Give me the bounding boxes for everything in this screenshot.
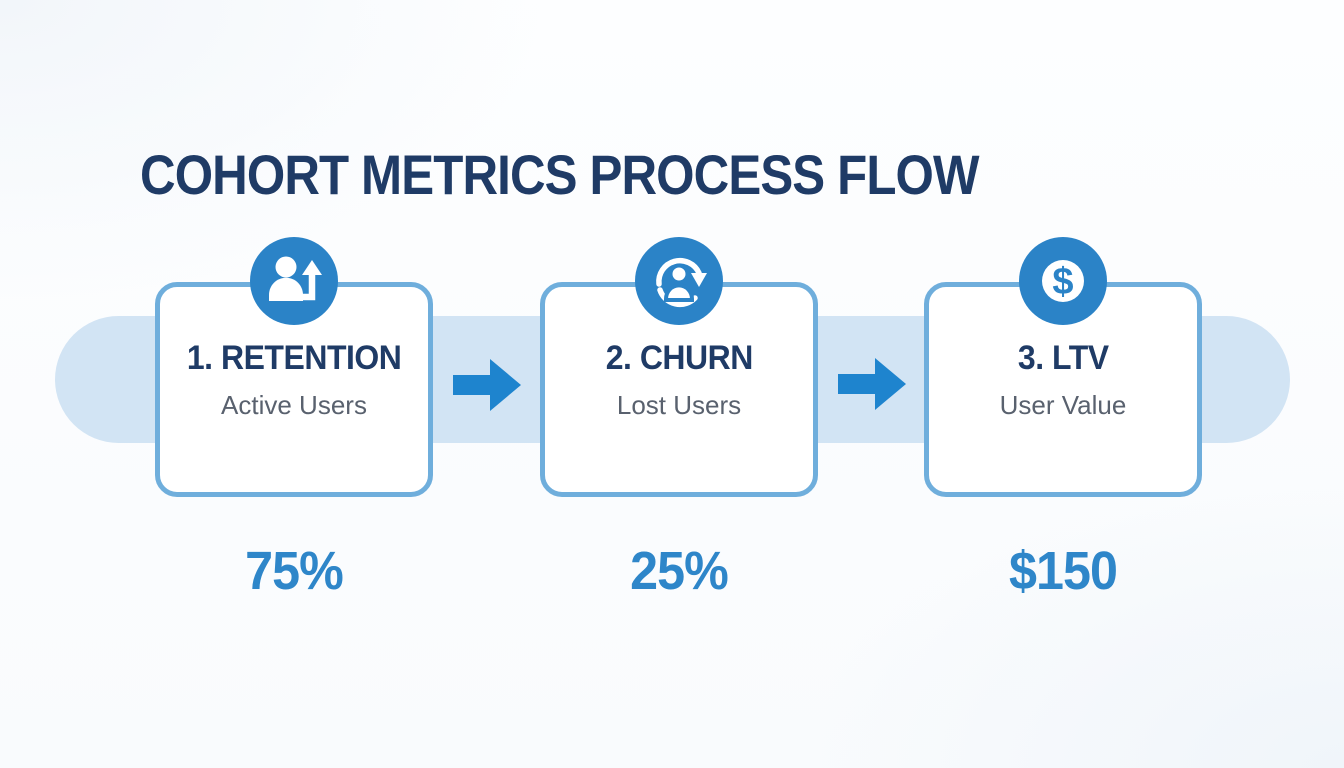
- right-arrow-icon: [838, 356, 906, 412]
- step-sublabel: User Value: [999, 390, 1127, 420]
- user-growth-icon: [250, 237, 338, 325]
- step-title: 2. CHURN: [605, 339, 753, 377]
- right-arrow-icon: [453, 357, 521, 413]
- svg-text:$: $: [1052, 261, 1073, 303]
- step-sublabel: Lost Users: [616, 390, 742, 420]
- user-churn-icon: [635, 237, 723, 325]
- metric-value-retention: 75%: [245, 541, 344, 601]
- step-sublabel: Active Users: [221, 390, 367, 420]
- dollar-icon: $: [1019, 237, 1107, 325]
- step-title: 3. LTV: [1017, 339, 1109, 377]
- metric-value-ltv: $150: [1008, 541, 1118, 601]
- metric-value-churn: 25%: [630, 541, 729, 601]
- page-title: COHORT METRICS PROCESS FLOW: [140, 143, 980, 206]
- step-title: 1. RETENTION: [186, 339, 402, 377]
